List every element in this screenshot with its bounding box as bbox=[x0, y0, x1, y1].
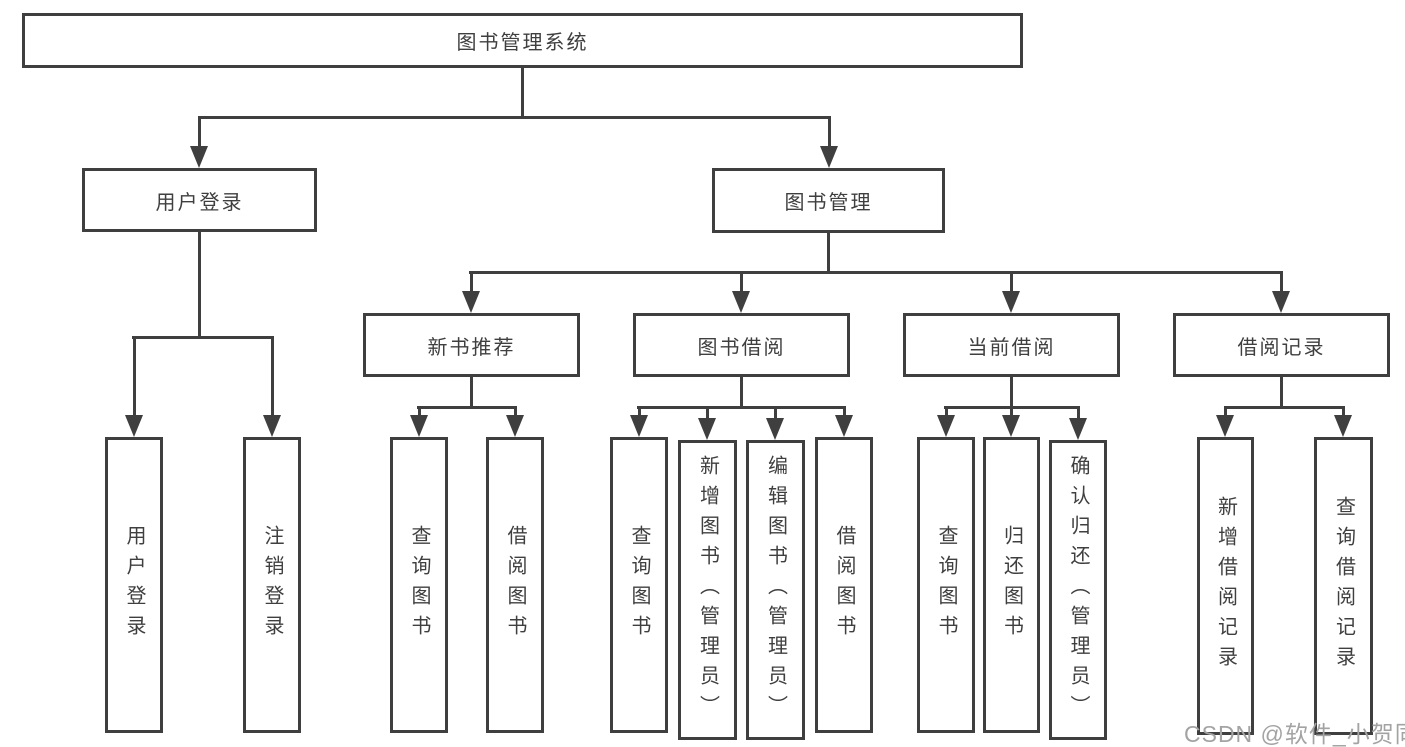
leaf-borrow-add-books-admin-label: 新增图书（管理员） bbox=[696, 455, 719, 725]
connector-user-hline bbox=[132, 336, 274, 339]
node-borrow-records-label: 借阅记录 bbox=[1237, 336, 1326, 359]
leaf-borrow-edit-books-admin-label: 编辑图书（管理员） bbox=[764, 455, 787, 725]
node-book-management-label: 图书管理 bbox=[784, 192, 873, 214]
node-new-book-recommend-label: 新书推荐 bbox=[427, 336, 516, 359]
leaf-recommend-borrow-books-label: 借阅图书 bbox=[504, 525, 526, 645]
arrow-borrow-add bbox=[698, 406, 716, 440]
node-borrow-records: 借阅记录 bbox=[1173, 313, 1390, 377]
connector-records-trunk bbox=[1280, 377, 1283, 409]
leaf-records-add-record-label: 新增借阅记录 bbox=[1214, 496, 1237, 676]
node-book-borrow: 图书借阅 bbox=[633, 313, 850, 377]
arrow-to-book-borrow bbox=[732, 271, 750, 313]
connector-recommend-hline bbox=[417, 406, 516, 409]
arrow-records-query bbox=[1334, 406, 1352, 437]
leaf-borrow-borrow-books-label: 借阅图书 bbox=[833, 525, 855, 645]
arrow-recommend-query bbox=[410, 406, 428, 437]
arrow-to-current-borrow bbox=[1002, 271, 1020, 313]
leaf-current-query-books-label: 查询图书 bbox=[935, 525, 957, 645]
connector-user-trunk bbox=[198, 232, 201, 339]
node-book-borrow-label: 图书借阅 bbox=[697, 336, 786, 359]
connector-bookmgmt-trunk bbox=[827, 233, 830, 274]
leaf-borrow-query-books-label: 查询图书 bbox=[628, 525, 650, 645]
csdn-watermark: CSDN @软件_小贺同学 bbox=[1184, 721, 1405, 747]
root-node-library-system: 图书管理系统 bbox=[22, 13, 1023, 68]
leaf-recommend-query-books: 查询图书 bbox=[390, 437, 448, 733]
arrow-current-query bbox=[937, 406, 955, 437]
leaf-borrow-borrow-books: 借阅图书 bbox=[815, 437, 873, 733]
arrow-records-add bbox=[1216, 406, 1234, 437]
arrow-to-book-management bbox=[820, 117, 838, 168]
leaf-user-login: 用户登录 bbox=[105, 437, 163, 733]
leaf-borrow-edit-books-admin: 编辑图书（管理员） bbox=[746, 440, 805, 740]
connector-level2-hline bbox=[469, 271, 1283, 274]
connector-current-trunk bbox=[1010, 377, 1013, 409]
leaf-records-query-record-label: 查询借阅记录 bbox=[1332, 496, 1355, 676]
leaf-logout-label: 注销登录 bbox=[261, 525, 283, 645]
leaf-records-add-record: 新增借阅记录 bbox=[1197, 437, 1254, 735]
leaf-current-return-books: 归还图书 bbox=[983, 437, 1040, 733]
arrow-recommend-borrow bbox=[506, 406, 524, 437]
node-current-borrow-label: 当前借阅 bbox=[967, 336, 1056, 359]
connector-level1-hline bbox=[198, 116, 831, 119]
leaf-current-query-books: 查询图书 bbox=[917, 437, 975, 733]
leaf-current-return-books-label: 归还图书 bbox=[1000, 525, 1023, 645]
leaf-current-confirm-return-admin-label: 确认归还（管理员） bbox=[1067, 455, 1089, 725]
leaf-current-confirm-return-admin: 确认归还（管理员） bbox=[1049, 440, 1107, 740]
root-node-label: 图书管理系统 bbox=[456, 32, 589, 54]
node-user-login-label: 用户登录 bbox=[155, 191, 244, 214]
arrow-to-user-login bbox=[190, 117, 208, 168]
leaf-borrow-add-books-admin: 新增图书（管理员） bbox=[678, 440, 737, 740]
connector-borrow-hline bbox=[637, 406, 845, 409]
node-user-login: 用户登录 bbox=[82, 168, 317, 232]
node-book-management: 图书管理 bbox=[712, 168, 945, 233]
connector-records-hline bbox=[1224, 406, 1345, 409]
leaf-logout: 注销登录 bbox=[243, 437, 301, 733]
arrow-current-return bbox=[1002, 406, 1020, 437]
connector-root-trunk bbox=[521, 68, 524, 117]
leaf-user-login-label: 用户登录 bbox=[123, 525, 145, 645]
node-new-book-recommend: 新书推荐 bbox=[363, 313, 580, 377]
arrow-current-confirm bbox=[1069, 406, 1087, 440]
arrow-borrow-query bbox=[630, 406, 648, 437]
leaf-borrow-query-books: 查询图书 bbox=[610, 437, 668, 733]
node-current-borrow: 当前借阅 bbox=[903, 313, 1120, 377]
arrow-borrow-edit bbox=[766, 406, 784, 440]
connector-borrow-trunk bbox=[740, 377, 743, 409]
arrow-to-new-book-recommend bbox=[462, 271, 480, 313]
arrow-borrow-borrow bbox=[835, 406, 853, 437]
leaf-recommend-borrow-books: 借阅图书 bbox=[486, 437, 544, 733]
arrow-to-borrow-records bbox=[1272, 271, 1290, 313]
arrow-to-leaf-logout bbox=[263, 336, 281, 437]
leaf-records-query-record: 查询借阅记录 bbox=[1314, 437, 1373, 735]
leaf-recommend-query-books-label: 查询图书 bbox=[408, 525, 430, 645]
arrow-to-leaf-user-login bbox=[125, 336, 143, 437]
connector-recommend-trunk bbox=[470, 377, 473, 409]
